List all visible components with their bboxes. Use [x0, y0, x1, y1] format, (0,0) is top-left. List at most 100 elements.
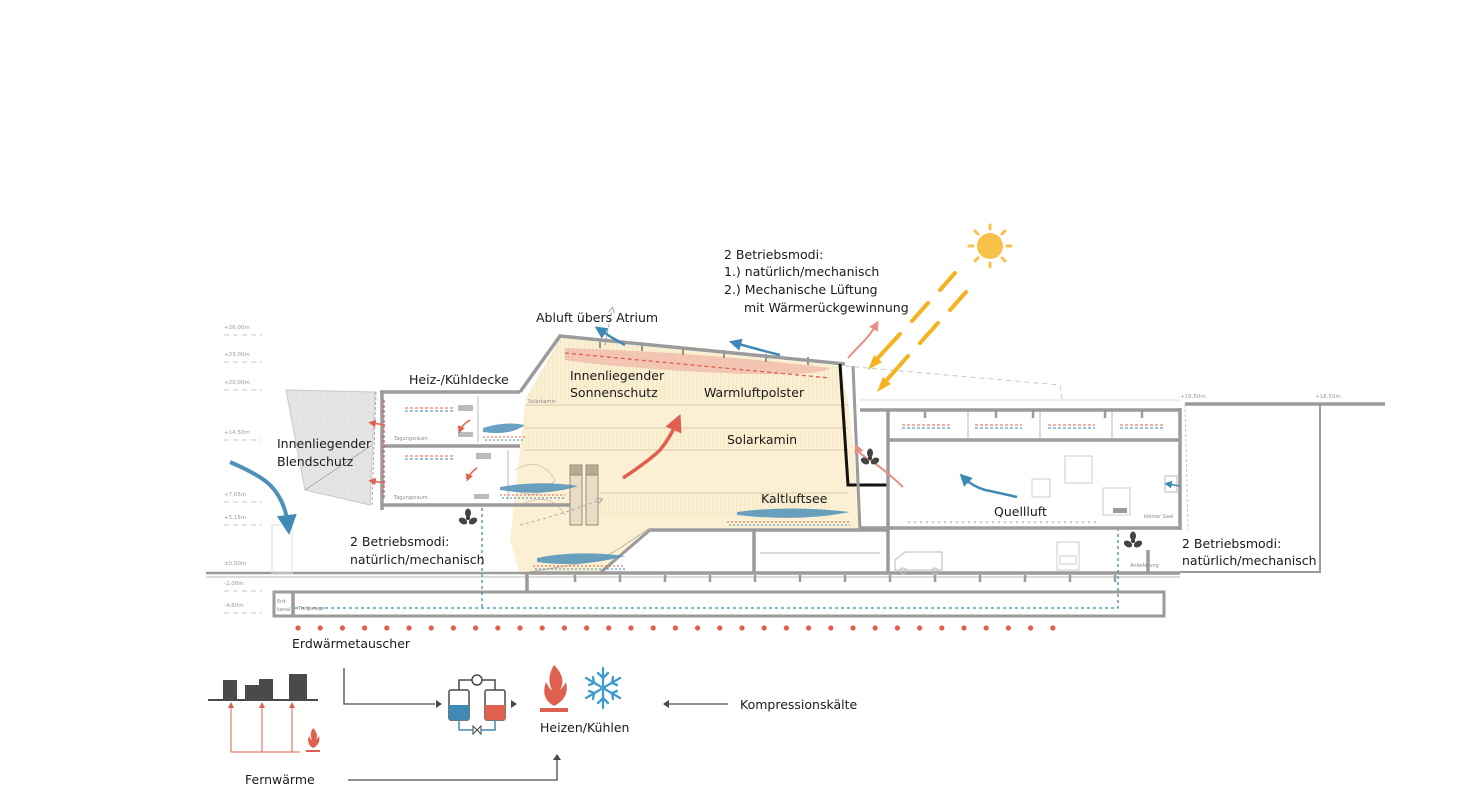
- fan-icon: [860, 448, 880, 465]
- flame-icon: [306, 728, 320, 752]
- fresh-air-arrow: [229, 460, 297, 535]
- level-marker: +14,50m: [224, 430, 262, 441]
- ground-dot: [473, 625, 479, 631]
- truck-icon: [1056, 541, 1080, 571]
- level-label: +14,50m: [224, 430, 250, 436]
- level-marker: +23,00m: [224, 352, 262, 363]
- ground-dot: [1028, 625, 1034, 631]
- ground-dot: [428, 625, 434, 631]
- ground-dot: [739, 625, 745, 631]
- warm-return-arrow: [854, 443, 904, 488]
- ground-dot: [872, 625, 878, 631]
- earth-heat-exchanger-dots: [295, 625, 1056, 631]
- level-marker: +7,65m: [224, 492, 262, 503]
- level-label: +7,65m: [224, 492, 246, 498]
- ground-dot: [850, 625, 856, 631]
- cold-air-pool: [537, 553, 625, 564]
- ground-dot: [939, 625, 945, 631]
- ceiling-panel: [1120, 424, 1165, 429]
- level-marker: ±0,00m: [224, 561, 246, 567]
- label-right-modes-2: natürlich/mechanisch: [1182, 553, 1317, 568]
- level-label: +26,00m: [224, 325, 250, 331]
- ceiling-panel: [405, 455, 455, 460]
- sunshade-line: [564, 352, 831, 379]
- label-blendschutz-2: Blendschutz: [277, 454, 354, 469]
- ground-dot: [894, 625, 901, 631]
- ground-dot: [606, 625, 612, 631]
- ground-dot: [362, 625, 368, 631]
- underground-garage: [272, 590, 1166, 618]
- ground-dot: [1050, 625, 1056, 631]
- fan-icon: [458, 508, 478, 525]
- glare-screen: [285, 389, 376, 506]
- ceiling-panel: [405, 407, 455, 412]
- level-marker: +26,00m: [224, 325, 262, 336]
- ground-dot: [761, 625, 767, 631]
- level-marker: -4,60m: [224, 603, 262, 614]
- level-label: -2,00m: [224, 581, 244, 587]
- ground-dot: [650, 625, 656, 631]
- label-sonnenschutz-2: Sonnenschutz: [570, 385, 658, 400]
- airflow-arrows: [229, 310, 1181, 535]
- ground-dot: [828, 625, 834, 631]
- level-label: -4,60m: [224, 603, 244, 609]
- ground-dot: [450, 625, 456, 631]
- van-icon: [894, 551, 943, 575]
- label-erdwaermetauscher: Erdwärmetauscher: [292, 636, 411, 651]
- label-quellluft: Quellluft: [994, 504, 1047, 519]
- ventilation-shafts: [569, 464, 599, 526]
- room-label-tiefgarage: Tiefgarage: [297, 606, 325, 612]
- ground-dot: [584, 625, 590, 631]
- room-label-anlieferung: Anlieferung: [1130, 563, 1159, 569]
- ground-dot: [628, 625, 634, 631]
- energy-scheme: Fernwärme: [208, 665, 858, 787]
- room-label-tagungsraum: Tagungsraum: [393, 436, 428, 442]
- fan-icon: [1123, 531, 1143, 548]
- labels: 2 Betriebsmodi: 1.) natürlich/mechanisch…: [277, 247, 1317, 651]
- level-marker: -2,00m: [224, 581, 262, 592]
- solarkamin-band: [525, 430, 847, 448]
- ground-dot: [961, 625, 967, 631]
- level-label: +23,00m: [224, 352, 250, 358]
- building-structure: [206, 334, 1385, 618]
- heat-pump-icon: [448, 674, 506, 736]
- district-heating-icon: [208, 674, 318, 753]
- level-label-right: +18,50m: [1180, 394, 1206, 400]
- label-heizen-kuehlen: Heizen/Kühlen: [540, 720, 629, 735]
- modes-line-3: mit Wärmerückgewinnung: [744, 300, 909, 315]
- cold-air-pool: [500, 483, 578, 493]
- sun-ray-arrowheads: [868, 355, 891, 392]
- level-marker: +5,15m: [224, 515, 262, 526]
- rooms: Tagungsraum Tagungsraum Solarkamin klein…: [277, 399, 1178, 613]
- label-warmluftpolster: Warmluftpolster: [704, 385, 805, 400]
- sun-icon: [967, 223, 1013, 269]
- ground-dot: [1005, 625, 1012, 631]
- displacement-air-arrow: [959, 473, 1018, 499]
- snowflake-icon: [584, 666, 622, 710]
- level-label: ±0,00m: [224, 561, 246, 567]
- cold-air-pool: [737, 508, 850, 518]
- ground-dot: [783, 625, 790, 631]
- ceiling-panel: [1048, 424, 1095, 429]
- room-label-tagungsraum: Tagungsraum: [393, 495, 428, 501]
- modes-heading: 2 Betriebsmodi:: [724, 247, 823, 262]
- ground-dot: [695, 625, 701, 631]
- ground-dot: [806, 625, 812, 631]
- ground-dot: [339, 625, 345, 631]
- ground-dot: [539, 625, 545, 631]
- cold-air-pool: [483, 423, 525, 434]
- ground-dot: [672, 625, 679, 631]
- label-blendschutz-1: Innenliegender: [277, 436, 372, 451]
- warm-air-cushion: [565, 348, 830, 375]
- exhaust-arrow: [728, 338, 781, 357]
- label-kompressionskaelte: Kompressionskälte: [740, 697, 858, 712]
- level-label: +5,15m: [224, 515, 246, 521]
- label-kaltluftsee: Kaltluftsee: [761, 491, 828, 506]
- ground-dot: [917, 625, 923, 631]
- ground-dot: [561, 625, 568, 631]
- ground-dot: [384, 625, 390, 631]
- level-marker: +20,00m: [224, 380, 262, 391]
- flame-icon: [540, 665, 568, 712]
- level-label-right: +18,50m: [1315, 394, 1341, 400]
